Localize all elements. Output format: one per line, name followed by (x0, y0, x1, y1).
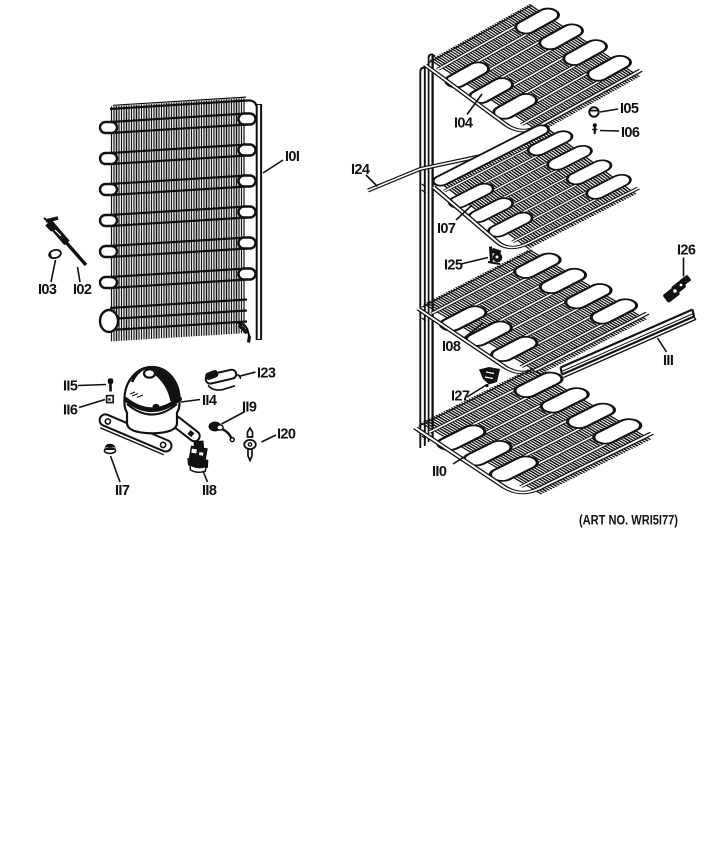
svg-text:II4: II4 (202, 393, 217, 409)
svg-text:I24: I24 (351, 162, 370, 178)
svg-text:II6: II6 (63, 403, 78, 419)
svg-text:II7: II7 (115, 483, 130, 499)
svg-text:I20: I20 (277, 427, 296, 443)
svg-text:I07: I07 (437, 221, 456, 237)
svg-text:I0I: I0I (285, 149, 300, 165)
svg-text:I26: I26 (677, 243, 696, 259)
svg-text:II8: II8 (202, 483, 217, 499)
svg-text:II5: II5 (63, 379, 78, 395)
svg-text:I02: I02 (73, 282, 92, 298)
svg-text:III: III (663, 353, 674, 369)
svg-text:I04: I04 (454, 116, 473, 132)
svg-text:I05: I05 (620, 101, 639, 117)
svg-text:I23: I23 (257, 366, 276, 382)
svg-text:II0: II0 (432, 464, 447, 480)
svg-text:I03: I03 (38, 282, 57, 298)
svg-text:II9: II9 (242, 400, 257, 416)
svg-text:I08: I08 (442, 339, 461, 355)
svg-text:I25: I25 (444, 258, 463, 274)
svg-text:(ART NO. WRI5I77): (ART NO. WRI5I77) (579, 513, 678, 528)
svg-text:I06: I06 (621, 125, 640, 141)
svg-text:I27: I27 (451, 389, 470, 405)
